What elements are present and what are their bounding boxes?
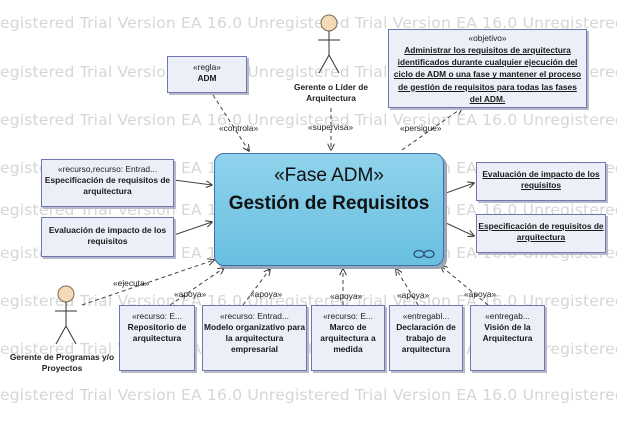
fase-adm-element[interactable]: «Fase ADM» Gestión de Requisitos — [214, 153, 444, 266]
box-stereotype: «recurso: E... — [323, 311, 373, 321]
box-stereotype: «objetivo» — [468, 33, 507, 43]
link-in-espec — [173, 179, 212, 185]
especificacion-requisitos-input-box[interactable]: «recurso,recurso: Entrad... Especificaci… — [41, 159, 174, 207]
box-stereotype: «recurso,recurso: Entrad... — [57, 164, 158, 174]
actor-gerente-programas[interactable]: Gerente de Programas y/o Proyectos — [9, 352, 115, 373]
link-in-eval — [173, 222, 212, 236]
actor-gerente-lider[interactable]: Gerente o Líder de Arquitectura — [294, 82, 368, 103]
box-stereotype: «entregabl... — [402, 311, 450, 321]
box-stereotype: «entregab... — [485, 311, 530, 321]
label-controla: «controla» — [219, 123, 259, 133]
box-name: Repositorio de arquitectura — [127, 322, 187, 343]
label-persigue: «persigue» — [400, 123, 442, 133]
modelo-organizativo-box[interactable]: «recurso: Entrad... Modelo organizativo … — [202, 305, 307, 371]
especificacion-requisitos-output-box[interactable]: Especificación de requisitos de arquitec… — [476, 214, 606, 253]
box-name: Declaración de trabajo de arquitectura — [396, 322, 456, 354]
link-apoya-declaracion — [396, 269, 419, 306]
marco-arquitectura-box[interactable]: «recurso: E... Marco de arquitectura a m… — [311, 305, 385, 371]
box-stereotype: «recurso: Entrad... — [220, 311, 289, 321]
box-name: Marco de arquitectura a medida — [320, 322, 376, 354]
box-name: Modelo organizativo para la arquitectura… — [204, 322, 305, 354]
objetivo-box[interactable]: «objetivo» Administrar los requisitos de… — [388, 29, 587, 108]
box-name: Visión de la Arquitectura — [482, 322, 533, 343]
box-stereotype: «recurso: E... — [132, 311, 182, 321]
link-ejecuta — [81, 260, 214, 306]
link-apoya-repositorio — [169, 268, 224, 306]
box-name: ADM — [197, 73, 217, 83]
box-name: Evaluación de impacto de los requisitos — [482, 169, 600, 190]
label-supervisa: «supervisa» — [308, 122, 354, 132]
link-apoya-modelo — [242, 269, 270, 306]
link-out-eval — [445, 183, 474, 194]
main-stereotype: «Fase ADM» — [274, 165, 384, 186]
actor-icon — [318, 14, 340, 74]
evaluacion-impacto-output-box[interactable]: Evaluación de impacto de los requisitos — [476, 162, 606, 201]
box-name: Evaluación de impacto de los requisitos — [48, 225, 167, 246]
label-apoya: «apoya» — [250, 289, 283, 299]
declaracion-trabajo-box[interactable]: «entregabl... Declaración de trabajo de … — [389, 305, 463, 371]
label-apoya: «apoya» — [464, 289, 497, 299]
label-apoya: «apoya» — [397, 290, 430, 300]
link-apoya-vision — [441, 266, 489, 306]
box-name: Administrar los requisitos de arquitectu… — [393, 45, 582, 104]
main-title: Gestión de Requisitos — [228, 193, 430, 214]
label-ejecuta: «ejecuta» — [113, 278, 150, 288]
regla-adm-box[interactable]: «regla» ADM — [167, 56, 247, 93]
evaluacion-impacto-input-box[interactable]: Evaluación de impacto de los requisitos — [41, 217, 174, 257]
box-name: Especificación de requisitos de arquitec… — [44, 175, 171, 196]
repositorio-box[interactable]: «recurso: E... Repositorio de arquitectu… — [119, 305, 195, 371]
link-out-espec — [445, 222, 474, 236]
actor-icon — [55, 285, 77, 345]
link-icon — [413, 249, 435, 259]
label-apoya: «apoya» — [330, 291, 363, 301]
box-name: Especificación de requisitos de arquitec… — [478, 221, 604, 242]
vision-arquitectura-box[interactable]: «entregab... Visión de la Arquitectura — [470, 305, 545, 371]
link-persigue — [401, 108, 462, 151]
label-apoya: «apoya» — [174, 289, 207, 299]
box-stereotype: «regla» — [193, 62, 221, 72]
